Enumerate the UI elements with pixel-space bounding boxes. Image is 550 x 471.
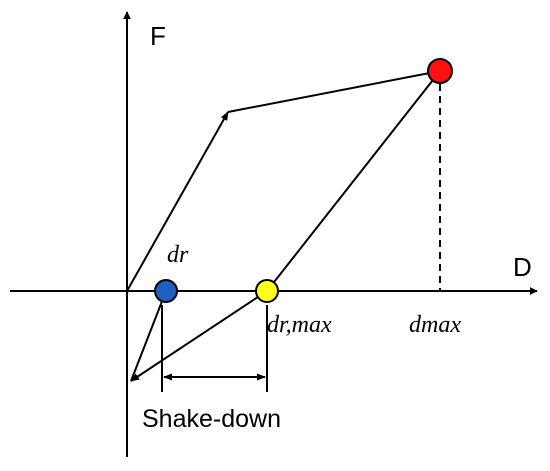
hardening-line bbox=[227, 70, 441, 113]
max-point bbox=[427, 58, 453, 84]
residual-max-label: dr,max bbox=[267, 312, 332, 338]
residual-point bbox=[154, 279, 178, 303]
max-displacement-label: dmax bbox=[409, 312, 461, 338]
reverse-unloading-line bbox=[130, 290, 268, 382]
unloading-line bbox=[266, 70, 441, 292]
shake-down-label: Shake-down bbox=[142, 405, 281, 433]
residual-max-point bbox=[255, 279, 279, 303]
force-axis-label: F bbox=[150, 21, 166, 51]
reloading-line bbox=[130, 290, 167, 382]
elastic-loading-line bbox=[126, 111, 229, 292]
residual-label: dr bbox=[167, 242, 189, 268]
displacement-axis-label: D bbox=[513, 252, 532, 282]
